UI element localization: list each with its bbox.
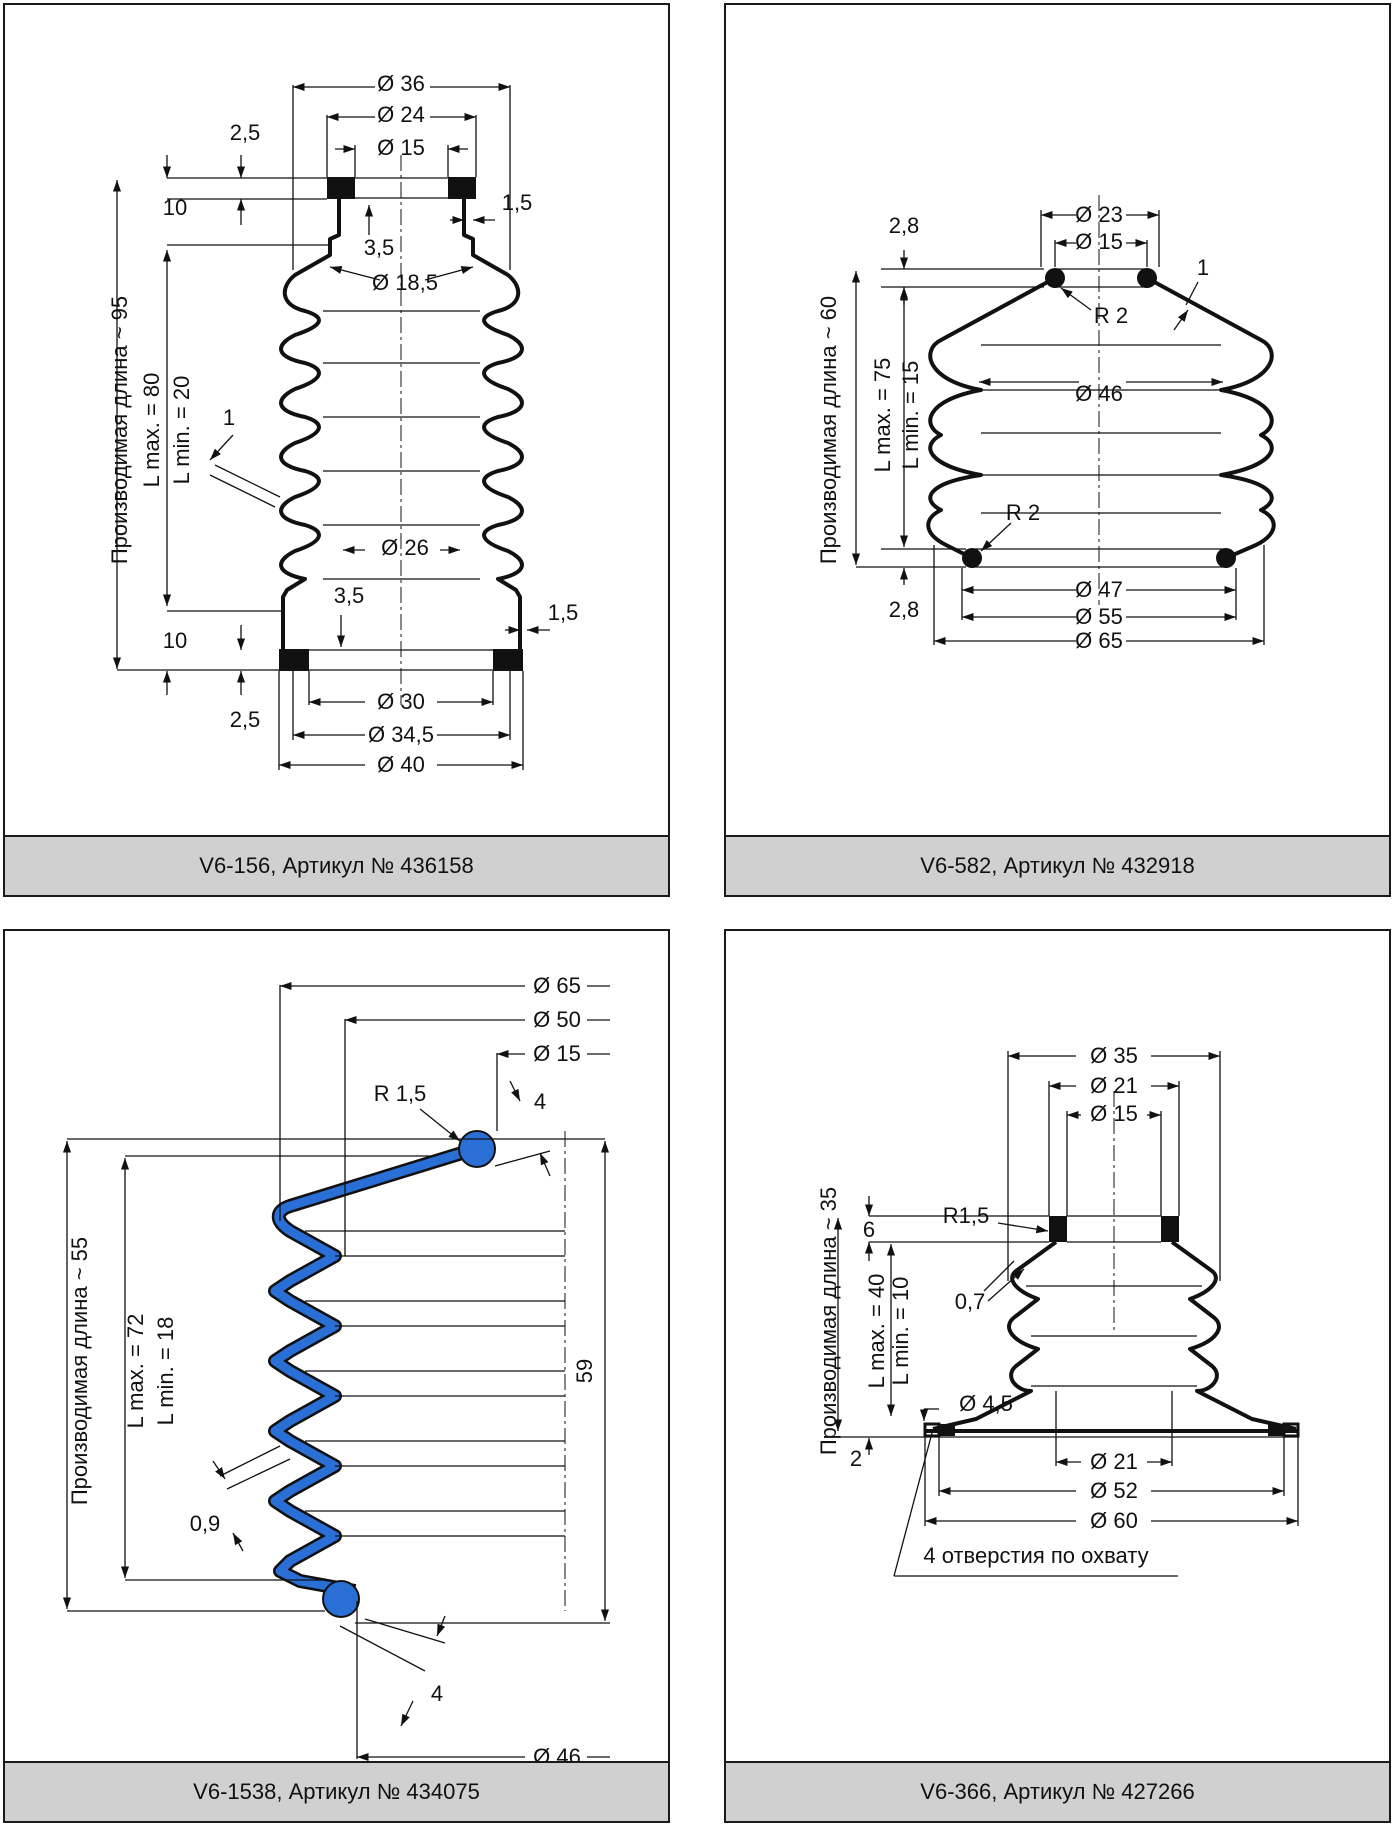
label-produced-length: Производимая длина ~ 35 [816, 1187, 841, 1455]
dim-d34-5: Ø 34,5 [368, 722, 434, 747]
dim-r1-5: R 1,5 [374, 1081, 427, 1106]
flange-left [939, 1424, 955, 1436]
inner-fold-lines [305, 1230, 565, 1537]
bellows-drawing-v6-366: Ø 35 Ø 21 Ø 15 R1,5 0,7 6 2 Производимая… [816, 1043, 1300, 1577]
bellows-profile-right [1170, 1240, 1297, 1431]
label-lmin: L min. = 15 [898, 361, 923, 470]
dim-d23: Ø 23 [1075, 202, 1123, 227]
dim-2: 2 [850, 1446, 862, 1471]
top-flange-right [448, 177, 476, 199]
dim-d15: Ø 15 [377, 135, 425, 160]
dim-2-8-top: 2,8 [889, 213, 920, 238]
dim-1-5-top: 1,5 [502, 190, 533, 215]
dim-d50: Ø 50 [533, 1007, 581, 1032]
inner-fold-lines [1026, 1285, 1202, 1387]
top-bead [458, 1130, 496, 1168]
dim-6: 6 [863, 1217, 875, 1242]
dim-10-bottom: 10 [163, 628, 187, 653]
panel-caption: V6-1538, Артикул № 434075 [5, 1761, 668, 1821]
panel-caption: V6-582, Артикул № 432918 [726, 835, 1389, 895]
top-ring-right [1161, 1216, 1179, 1242]
bellows-profile-right [462, 199, 524, 649]
dim-3-5-bottom: 3,5 [334, 583, 365, 608]
bottom-flange-left [279, 649, 309, 671]
dim-0-7: 0,7 [955, 1289, 986, 1314]
label-lmin: L min. = 20 [169, 376, 194, 485]
bellows-profile-right [1146, 276, 1276, 560]
drawing-panel-v6-582: Ø 23 Ø 15 R 2 1 Ø 46 R 2 2,8 2,8 Произво… [724, 3, 1391, 897]
panel-caption: V6-156, Артикул № 436158 [5, 835, 668, 895]
dim-d15: Ø 15 [533, 1041, 581, 1066]
dim-1-5-bottom: 1,5 [548, 600, 579, 625]
top-ring-left [1049, 1216, 1067, 1242]
dim-d21-bottom: Ø 21 [1090, 1449, 1138, 1474]
dim-d15: Ø 15 [1075, 229, 1123, 254]
inner-fold-lines [981, 344, 1221, 514]
dim-2-5-bottom: 2,5 [230, 707, 261, 732]
dim-d65: Ø 65 [1075, 628, 1123, 653]
dim-d47: Ø 47 [1075, 577, 1123, 602]
dim-d40: Ø 40 [377, 752, 425, 777]
dim-2-5-top: 2,5 [230, 120, 261, 145]
bellows-drawing-v6-156: Ø 36 Ø 24 Ø 15 Ø 18,5 Ø 26 2,5 10 10 2,5… [107, 71, 579, 777]
dim-d55: Ø 55 [1075, 604, 1123, 629]
dim-r2-bottom: R 2 [1006, 500, 1040, 525]
inner-fold-lines [323, 310, 480, 580]
dim-d15: Ø 15 [1090, 1101, 1138, 1126]
dim-1-wall: 1 [223, 405, 235, 430]
label-holes-note: 4 отверстия по охвату [923, 1543, 1148, 1568]
dim-4-bottom: 4 [431, 1681, 443, 1706]
dim-0-9: 0,9 [190, 1511, 221, 1536]
drawing-panel-v6-156: Ø 36 Ø 24 Ø 15 Ø 18,5 Ø 26 2,5 10 10 2,5… [3, 3, 670, 897]
dim-4-top: 4 [534, 1089, 546, 1114]
label-lmin: L min. = 10 [888, 1277, 913, 1386]
label-produced-length: Производимая длина ~ 55 [67, 1237, 92, 1505]
dim-d36: Ø 36 [377, 71, 425, 96]
dim-d35: Ø 35 [1090, 1043, 1138, 1068]
label-lmin: L min. = 18 [153, 1317, 178, 1426]
bellows-profile-left [932, 1240, 1058, 1431]
label-lmax: L max. = 75 [870, 358, 895, 473]
drawing-panel-v6-366: Ø 35 Ø 21 Ø 15 R1,5 0,7 6 2 Производимая… [724, 929, 1391, 1823]
flange-right [1268, 1424, 1284, 1436]
bottom-bead [322, 1580, 360, 1618]
bottom-flange-right [493, 649, 523, 671]
bellows-profile-left [926, 276, 1056, 560]
dim-10-top: 10 [163, 195, 187, 220]
dim-d26: Ø 26 [381, 535, 429, 560]
label-produced-length: Производимая длина ~ 95 [107, 296, 132, 564]
dim-d24: Ø 24 [377, 102, 425, 127]
dim-d18-5: Ø 18,5 [372, 270, 438, 295]
dim-d46: Ø 46 [1075, 381, 1123, 406]
dim-2-8-bottom: 2,8 [889, 597, 920, 622]
label-lmax: L max. = 40 [864, 1274, 889, 1389]
dim-d52: Ø 52 [1090, 1478, 1138, 1503]
panel-caption: V6-366, Артикул № 427266 [726, 1761, 1389, 1821]
drawing-panel-v6-1538: Ø 65 Ø 50 Ø 15 R 1,5 4 Производимая длин… [3, 929, 670, 1823]
top-flange-left [327, 177, 355, 199]
label-lmax: L max. = 72 [123, 1314, 148, 1429]
dim-r2-top: R 2 [1094, 303, 1128, 328]
bellows-drawing-v6-1538: Ø 65 Ø 50 Ø 15 R 1,5 4 Производимая длин… [62, 973, 610, 1769]
bellows-profile-left [279, 199, 341, 649]
dim-d60: Ø 60 [1090, 1508, 1138, 1533]
bellows-profile-blue [268, 1142, 478, 1598]
label-lmax: L max. = 80 [139, 373, 164, 488]
dim-1-wall: 1 [1197, 255, 1209, 280]
dim-d21-top: Ø 21 [1090, 1073, 1138, 1098]
bellows-drawing-v6-582: Ø 23 Ø 15 R 2 1 Ø 46 R 2 2,8 2,8 Произво… [816, 195, 1276, 653]
dim-d65: Ø 65 [533, 973, 581, 998]
dim-59: 59 [572, 1359, 597, 1383]
dim-d4-5: Ø 4,5 [959, 1391, 1013, 1416]
dim-d30: Ø 30 [377, 689, 425, 714]
label-produced-length: Производимая длина ~ 60 [816, 296, 841, 564]
dim-3-5-top: 3,5 [364, 235, 395, 260]
